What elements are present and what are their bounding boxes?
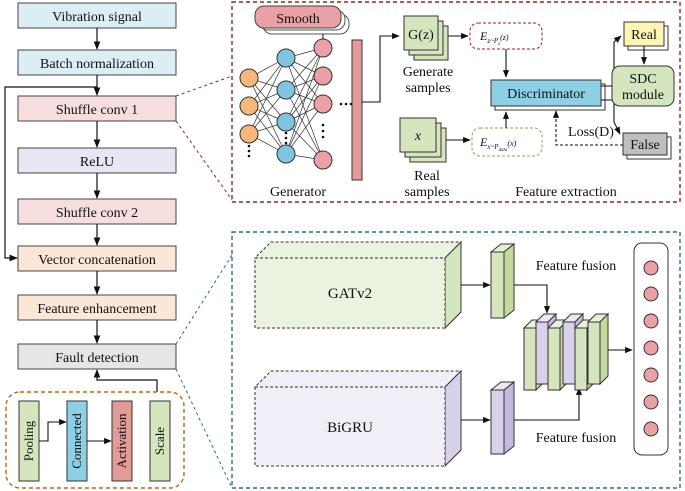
- neuron: [239, 96, 259, 116]
- step-label: Fault detection: [55, 351, 139, 366]
- zoom-connector: [175, 368, 233, 489]
- step-label: Shuffle conv 1: [56, 103, 138, 118]
- fusion-stack: [522, 312, 610, 392]
- feature-fusion-top-label: Feature fusion: [536, 259, 616, 274]
- fused-slab: [586, 312, 610, 386]
- flow-arrow: [514, 387, 583, 421]
- step-label: ReLU: [80, 155, 114, 170]
- step-relu: ReLU: [17, 147, 177, 174]
- neuron: [239, 68, 259, 88]
- zoom-connector: [175, 120, 233, 201]
- real-output-box: Real: [623, 21, 669, 51]
- feature-fusion-bottom-label: Feature fusion: [536, 431, 616, 446]
- generate-label: Generate: [403, 65, 454, 80]
- output-neuron: [643, 394, 659, 410]
- ez-label: Ez~Pz(z): [479, 29, 509, 47]
- step-label: Vector concatenation: [38, 253, 156, 268]
- expectation-z-box: Ez~Pz(z): [469, 22, 543, 50]
- skip-connection-arrow: [4, 86, 97, 262]
- gatv2-output-slab: [489, 242, 516, 320]
- neuron: [313, 150, 333, 170]
- neuron: [276, 48, 296, 68]
- samples-label: samples: [405, 81, 450, 96]
- sdc-label: SDC: [629, 72, 656, 87]
- step-label: Vibration signal: [52, 10, 142, 25]
- to-false-arrow: [601, 99, 621, 135]
- bigru-block: BiGRU: [253, 369, 463, 468]
- connected-block: Connected: [66, 400, 88, 482]
- module-label: module: [622, 88, 664, 103]
- gan-panel: Smooth: [231, 1, 681, 203]
- bigru-output-slab: [489, 380, 516, 456]
- output-neuron: [643, 260, 659, 276]
- x-label: x: [414, 129, 422, 144]
- neuron: [276, 80, 296, 100]
- sdc-module-box: SDC module: [611, 65, 675, 107]
- output-neuron: [643, 340, 659, 356]
- smooth-box: Smooth: [254, 5, 350, 35]
- flow-arrow: [514, 284, 551, 314]
- step-vector-concatenation: Vector concatenation: [17, 245, 177, 272]
- step-label: Shuffle conv 2: [56, 206, 138, 221]
- output-neuron: [643, 421, 659, 437]
- gatv2-label: GATv2: [328, 286, 372, 302]
- samples-label: samples: [404, 185, 449, 200]
- zoom-connector: [175, 254, 233, 345]
- smooth-label: Smooth: [276, 12, 320, 27]
- step-fault-detection: Fault detection: [17, 343, 177, 370]
- pooling-label: Pooling: [21, 420, 36, 461]
- output-neuron: [643, 367, 659, 383]
- generator-to-samples-arrow: [362, 32, 400, 103]
- step-vibration-signal: Vibration signal: [17, 2, 177, 29]
- step-batch-normalization: Batch normalization: [17, 49, 177, 76]
- step-feature-enhancement: Feature enhancement: [17, 294, 177, 321]
- generator-network: Generator: [239, 34, 363, 200]
- discriminator-label: Discriminator: [507, 87, 585, 102]
- neuron: [239, 124, 259, 144]
- scale-block: Scale: [149, 400, 171, 482]
- zoom-connector: [175, 75, 233, 97]
- gatv2-block: GATv2: [253, 240, 463, 330]
- generator-label: Generator: [270, 185, 326, 200]
- expectation-x-box: Ex~Pdata(x): [471, 127, 543, 157]
- activation-block: Activation: [111, 400, 133, 482]
- connected-label: Connected: [69, 413, 84, 469]
- bigru-label: BiGRU: [327, 420, 373, 436]
- pooling-block: Pooling: [18, 400, 40, 482]
- neuron: [313, 66, 333, 86]
- flow-arrow: [39, 418, 67, 442]
- fusion-panel: GATv2 BiGRU Feature fusion Feature fusio…: [231, 231, 681, 489]
- gz-label: G(z): [408, 28, 434, 43]
- discriminator-box: Discriminator: [490, 79, 606, 111]
- neuron: [276, 144, 296, 164]
- generated-samples-stack: G(z) Generate samples: [403, 15, 454, 96]
- step-label: Batch normalization: [40, 57, 154, 72]
- step-label: Feature enhancement: [37, 302, 156, 317]
- ex-label: Ex~Pdata(x): [479, 135, 517, 153]
- scale-feedback-arrow: [93, 369, 158, 392]
- scale-label: Scale: [152, 427, 167, 455]
- step-shuffle-conv-2: Shuffle conv 2: [17, 198, 177, 225]
- generator-output-bar: [351, 39, 363, 181]
- to-real-arrow: [601, 35, 622, 87]
- feature-extraction-label: Feature extraction: [515, 185, 616, 200]
- neuron: [313, 94, 333, 114]
- real-output-label: Real: [631, 28, 657, 43]
- neuron: [276, 112, 296, 132]
- output-neuron: [643, 286, 659, 302]
- output-neuron: [643, 313, 659, 329]
- false-output-box: False: [622, 132, 672, 160]
- pipeline: Vibration signal Batch normalization Shu…: [4, 2, 177, 392]
- false-output-label: False: [630, 138, 660, 153]
- loss-label: Loss(D): [568, 125, 614, 140]
- real-label: Real: [414, 169, 440, 184]
- step-shuffle-conv-1: Shuffle conv 1: [17, 95, 177, 122]
- activation-label: Activation: [114, 413, 129, 468]
- neuron: [313, 38, 333, 58]
- real-samples-stack: x Real samples: [399, 117, 450, 200]
- output-layer: [633, 242, 669, 456]
- loss-feedback-arrow: [552, 110, 623, 146]
- attention-submodule: Pooling Connected Activation Scale: [5, 391, 185, 489]
